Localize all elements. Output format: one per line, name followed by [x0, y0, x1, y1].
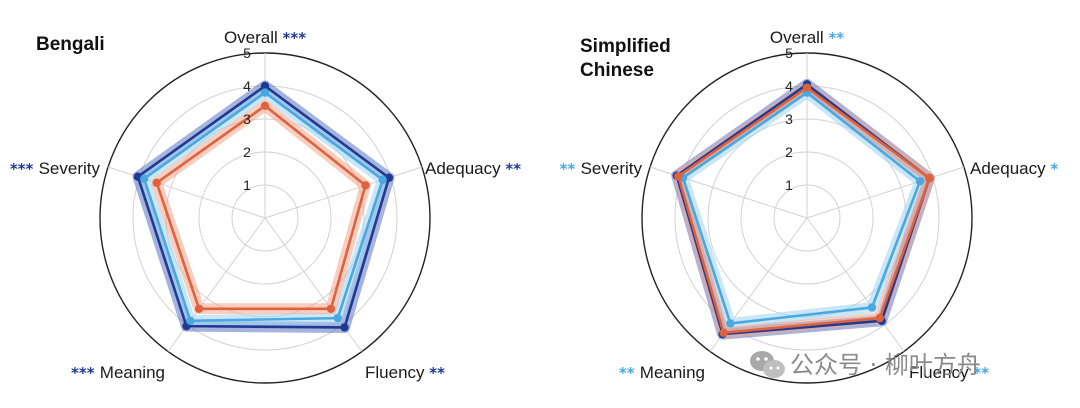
axis-label-meaning: *** Meaning: [71, 363, 165, 382]
chart-title: Bengali: [36, 34, 105, 55]
tick-label-2: 2: [785, 144, 793, 160]
significance-stars: **: [505, 160, 521, 178]
radar-spoke-severity: [107, 166, 266, 219]
significance-stars: **: [429, 364, 445, 382]
radar-grid: [99, 52, 431, 384]
series-2-point-fluency: [326, 304, 336, 313]
significance-stars: **: [560, 160, 581, 178]
axis-label-fluency: Fluency **: [365, 363, 445, 382]
tick-label-5: 5: [785, 45, 793, 61]
axis-label-adequacy: Adequacy *: [970, 159, 1058, 178]
significance-stars: ***: [283, 29, 307, 47]
series-1-point-severity: [139, 174, 149, 183]
wechat-icon: [750, 351, 785, 378]
tick-label-3: 3: [243, 111, 251, 127]
series-1-line: [142, 91, 384, 323]
axis-label-overall: Overall ***: [224, 28, 306, 47]
series-2-point-severity: [674, 171, 683, 181]
radar-spoke-fluency: [806, 217, 905, 352]
significance-stars: **: [973, 364, 989, 382]
axis-label-adequacy: Adequacy **: [425, 159, 521, 178]
tick-label-4: 4: [243, 78, 251, 94]
series-2-point-meaning: [194, 304, 204, 313]
tick-label-3: 3: [785, 111, 793, 127]
series-2-point-overall: [260, 101, 270, 111]
series-2-confidence-band: [672, 82, 935, 339]
axis-label-overall: Overall **: [770, 28, 844, 47]
series-0-point-fluency: [340, 323, 349, 332]
axis-label-severity: ** Severity: [560, 159, 643, 178]
significance-stars: **: [828, 29, 844, 47]
series-2-point-overall: [802, 83, 812, 92]
significance-stars: **: [619, 364, 640, 382]
series-1-point-fluency: [867, 303, 877, 312]
series-0-line: [136, 84, 391, 329]
series-2-line: [155, 104, 367, 311]
series-2-line: [677, 86, 931, 335]
series-2-point-adequacy: [361, 181, 370, 190]
series-2-point-severity: [152, 178, 161, 188]
axis-label-meaning: ** Meaning: [619, 363, 705, 382]
tick-label-1: 1: [243, 177, 251, 193]
series-1-point-adequacy: [915, 177, 925, 186]
significance-stars: ***: [71, 364, 100, 382]
significance-stars: *: [1050, 160, 1058, 178]
series-1-point-meaning: [186, 316, 195, 325]
tick-label-5: 5: [243, 45, 251, 61]
watermark: 公众号 · 柳叶方舟: [750, 351, 981, 379]
tick-label-1: 1: [785, 177, 793, 193]
series-2-point-fluency: [875, 313, 884, 323]
series-2-point-meaning: [719, 328, 728, 337]
axis-label-severity: *** Severity: [10, 159, 101, 178]
radar-spoke-adequacy: [806, 166, 965, 219]
series-1-point-adequacy: [378, 175, 387, 184]
series-1-point-meaning: [726, 319, 735, 328]
series-1-point-overall: [260, 88, 270, 97]
series-1-point-fluency: [333, 313, 342, 323]
radar-spoke-adequacy: [264, 166, 423, 219]
series-2-point-adequacy: [925, 174, 934, 183]
series-0-point-overall: [260, 81, 270, 91]
series-1-line: [681, 91, 922, 325]
tick-label-4: 4: [785, 78, 793, 94]
tick-label-2: 2: [243, 144, 251, 160]
watermark-text: 公众号 · 柳叶方舟: [790, 351, 981, 379]
axis-label-fluency: Fluency **: [909, 363, 989, 382]
significance-stars: ***: [10, 160, 39, 178]
